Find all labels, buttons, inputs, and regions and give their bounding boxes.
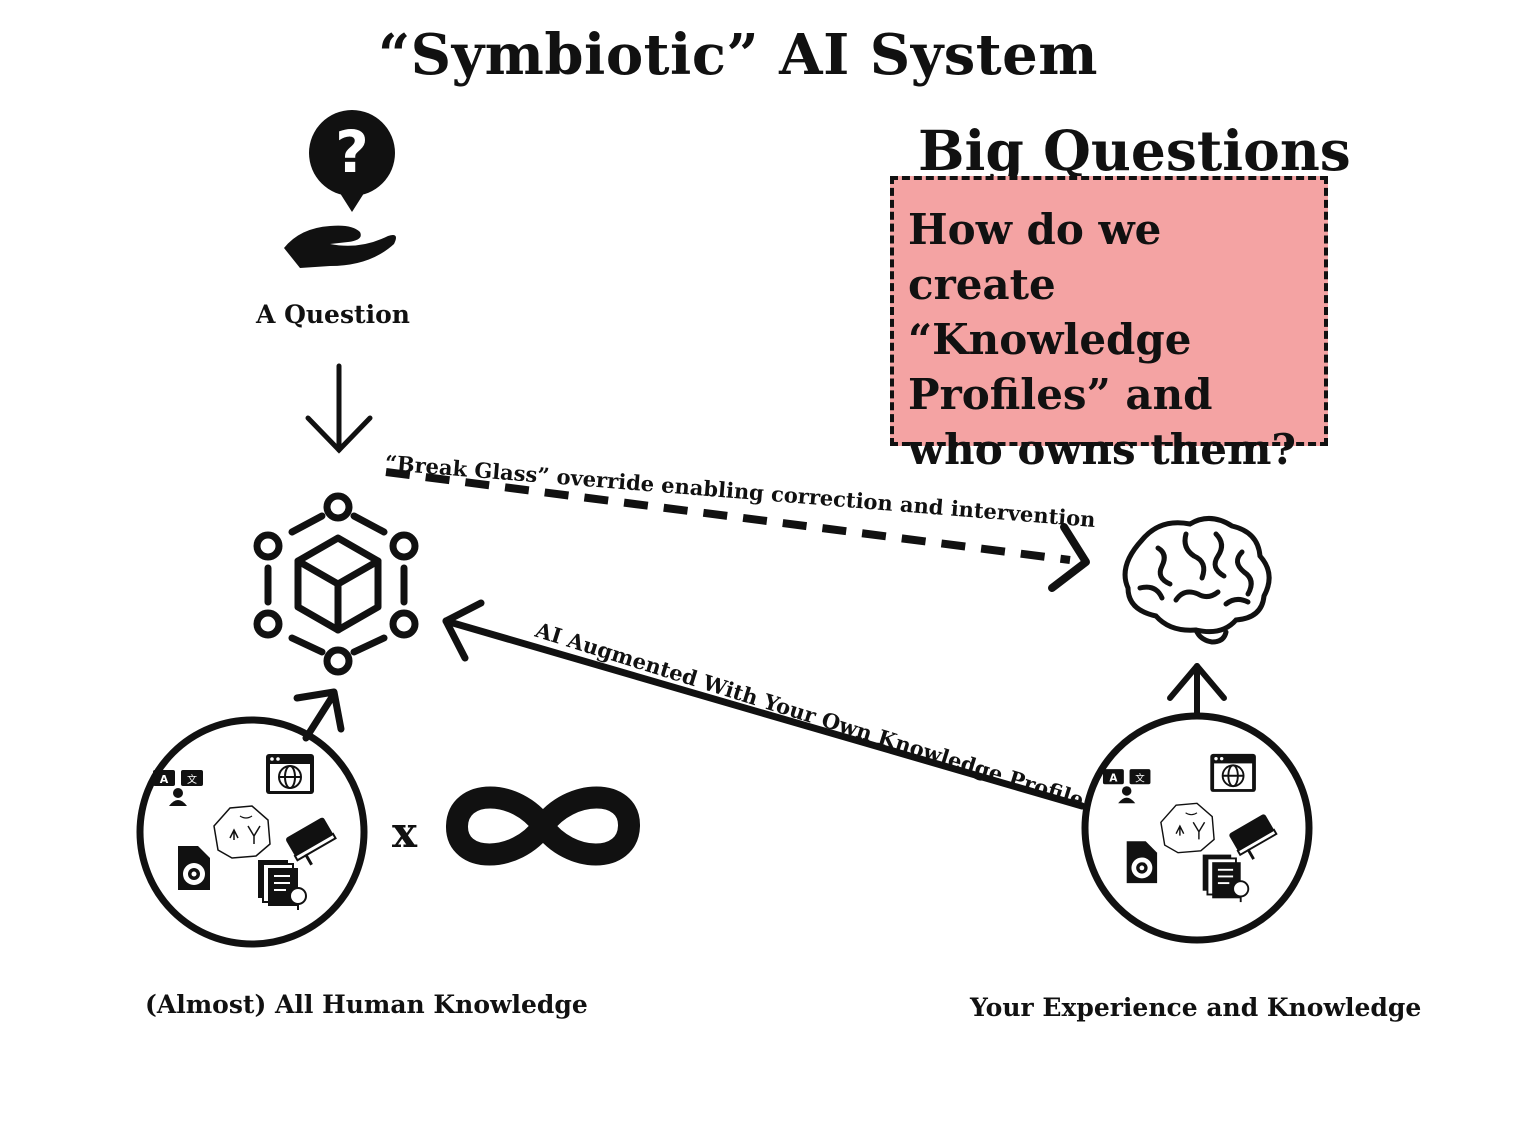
brain-icon	[1122, 516, 1272, 645]
question-label: A Question	[256, 300, 410, 329]
infinity-icon	[446, 786, 640, 866]
diagonal-up-arrow	[293, 688, 345, 742]
right-knowledge-circle	[1081, 712, 1313, 944]
down-arrow	[305, 363, 373, 454]
left-knowledge-label: (Almost) All Human Knowledge	[145, 990, 588, 1019]
svg-text:?: ?	[335, 118, 369, 186]
page-title: “Symbiotic” AI System	[377, 22, 1099, 88]
break-glass-arrow	[385, 468, 1090, 592]
up-arrow	[1167, 663, 1227, 717]
big-questions-text: How do we create “Knowledge Profiles” an…	[908, 205, 1297, 474]
multiplier-x: x	[392, 808, 418, 857]
question-hand-icon: ?	[284, 110, 396, 268]
big-questions-heading: Big Questions	[918, 118, 1351, 183]
big-questions-box: How do we create “Knowledge Profiles” an…	[890, 176, 1328, 474]
ai-network-cube-icon	[253, 492, 419, 676]
left-knowledge-circle	[136, 716, 368, 948]
right-knowledge-label: Your Experience and Knowledge	[970, 993, 1422, 1022]
augmented-arrow	[442, 599, 1086, 810]
